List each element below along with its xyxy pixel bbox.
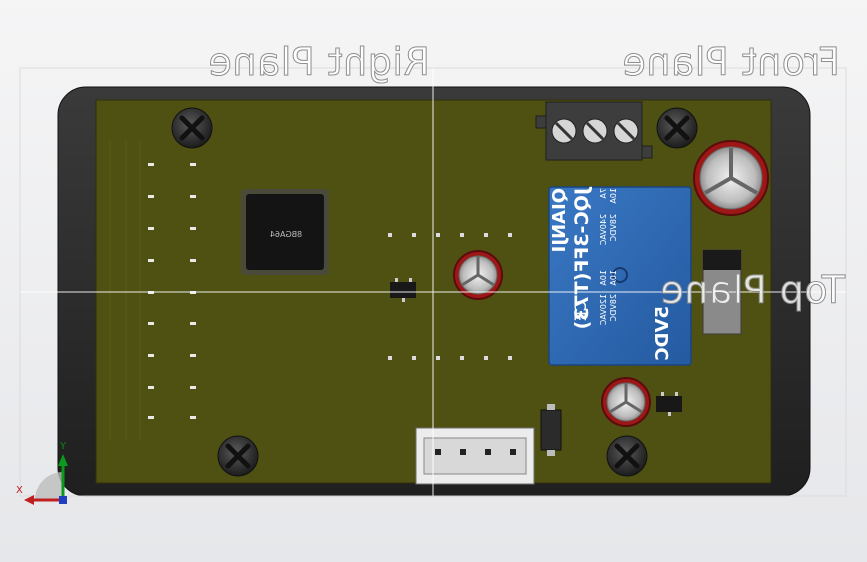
relay-brand: QIANJI: [549, 188, 570, 252]
screw-top-left[interactable]: [171, 107, 213, 149]
relay-coil-voltage: 5VDC: [652, 306, 673, 361]
ic-chip-label: 8BGA64: [270, 230, 302, 239]
screw-top-right[interactable]: [656, 107, 698, 149]
terminal-screw-3[interactable]: [613, 118, 639, 144]
terminal-screw-1[interactable]: [551, 118, 577, 144]
relay-rating-left-1: 7A: [599, 188, 608, 199]
pcb-traces: [109, 140, 141, 440]
relay-rating-r2-1: 120VAC: [599, 294, 608, 326]
pin-row-top: [388, 233, 512, 237]
axis-x-label: X: [16, 485, 23, 496]
diode[interactable]: [540, 404, 562, 456]
capacitor-large[interactable]: [693, 140, 769, 216]
axis-y-label: Y: [60, 441, 67, 452]
relay-rating-mid-2: 28VDC: [609, 214, 618, 242]
top-plane-label[interactable]: Top Plane: [660, 268, 846, 313]
screw-bottom-left[interactable]: [217, 435, 259, 477]
front-plane-label[interactable]: Front Plane: [622, 40, 841, 85]
screw-bottom-right[interactable]: [606, 435, 648, 477]
coordinate-triad[interactable]: [24, 454, 68, 505]
relay-rating-r2-2: 28VDC: [609, 294, 618, 322]
capacitor-middle[interactable]: [453, 250, 503, 300]
relay-rating-r1-2: 10A: [609, 270, 618, 286]
jst-connector[interactable]: [415, 427, 535, 485]
relay-cert-mark: CE: [571, 300, 590, 321]
transistor-right[interactable]: [656, 392, 682, 416]
reference-planes: [19, 67, 847, 497]
terminal-screw-2[interactable]: [582, 118, 608, 144]
terminal-block[interactable]: [535, 101, 653, 161]
right-plane-label[interactable]: Right Plane: [208, 40, 431, 85]
relay-model: JQC-3FF(T73): [571, 186, 593, 329]
relay-rating-mid-1: 240VAC: [599, 214, 608, 246]
transistor-center[interactable]: [390, 278, 416, 302]
relay-rating-left-2: 10A: [609, 188, 618, 204]
pin-row-bottom: [388, 356, 512, 360]
smd-pad-array: [148, 163, 196, 419]
ic-chip[interactable]: 8BGA64: [241, 189, 329, 275]
capacitor-small[interactable]: [601, 377, 651, 427]
relay[interactable]: QIANJI JQC-3FF(T73) 7A 10A 240VAC 28VDC …: [548, 186, 692, 366]
relay-rating-r1-1: 10A: [599, 270, 608, 286]
